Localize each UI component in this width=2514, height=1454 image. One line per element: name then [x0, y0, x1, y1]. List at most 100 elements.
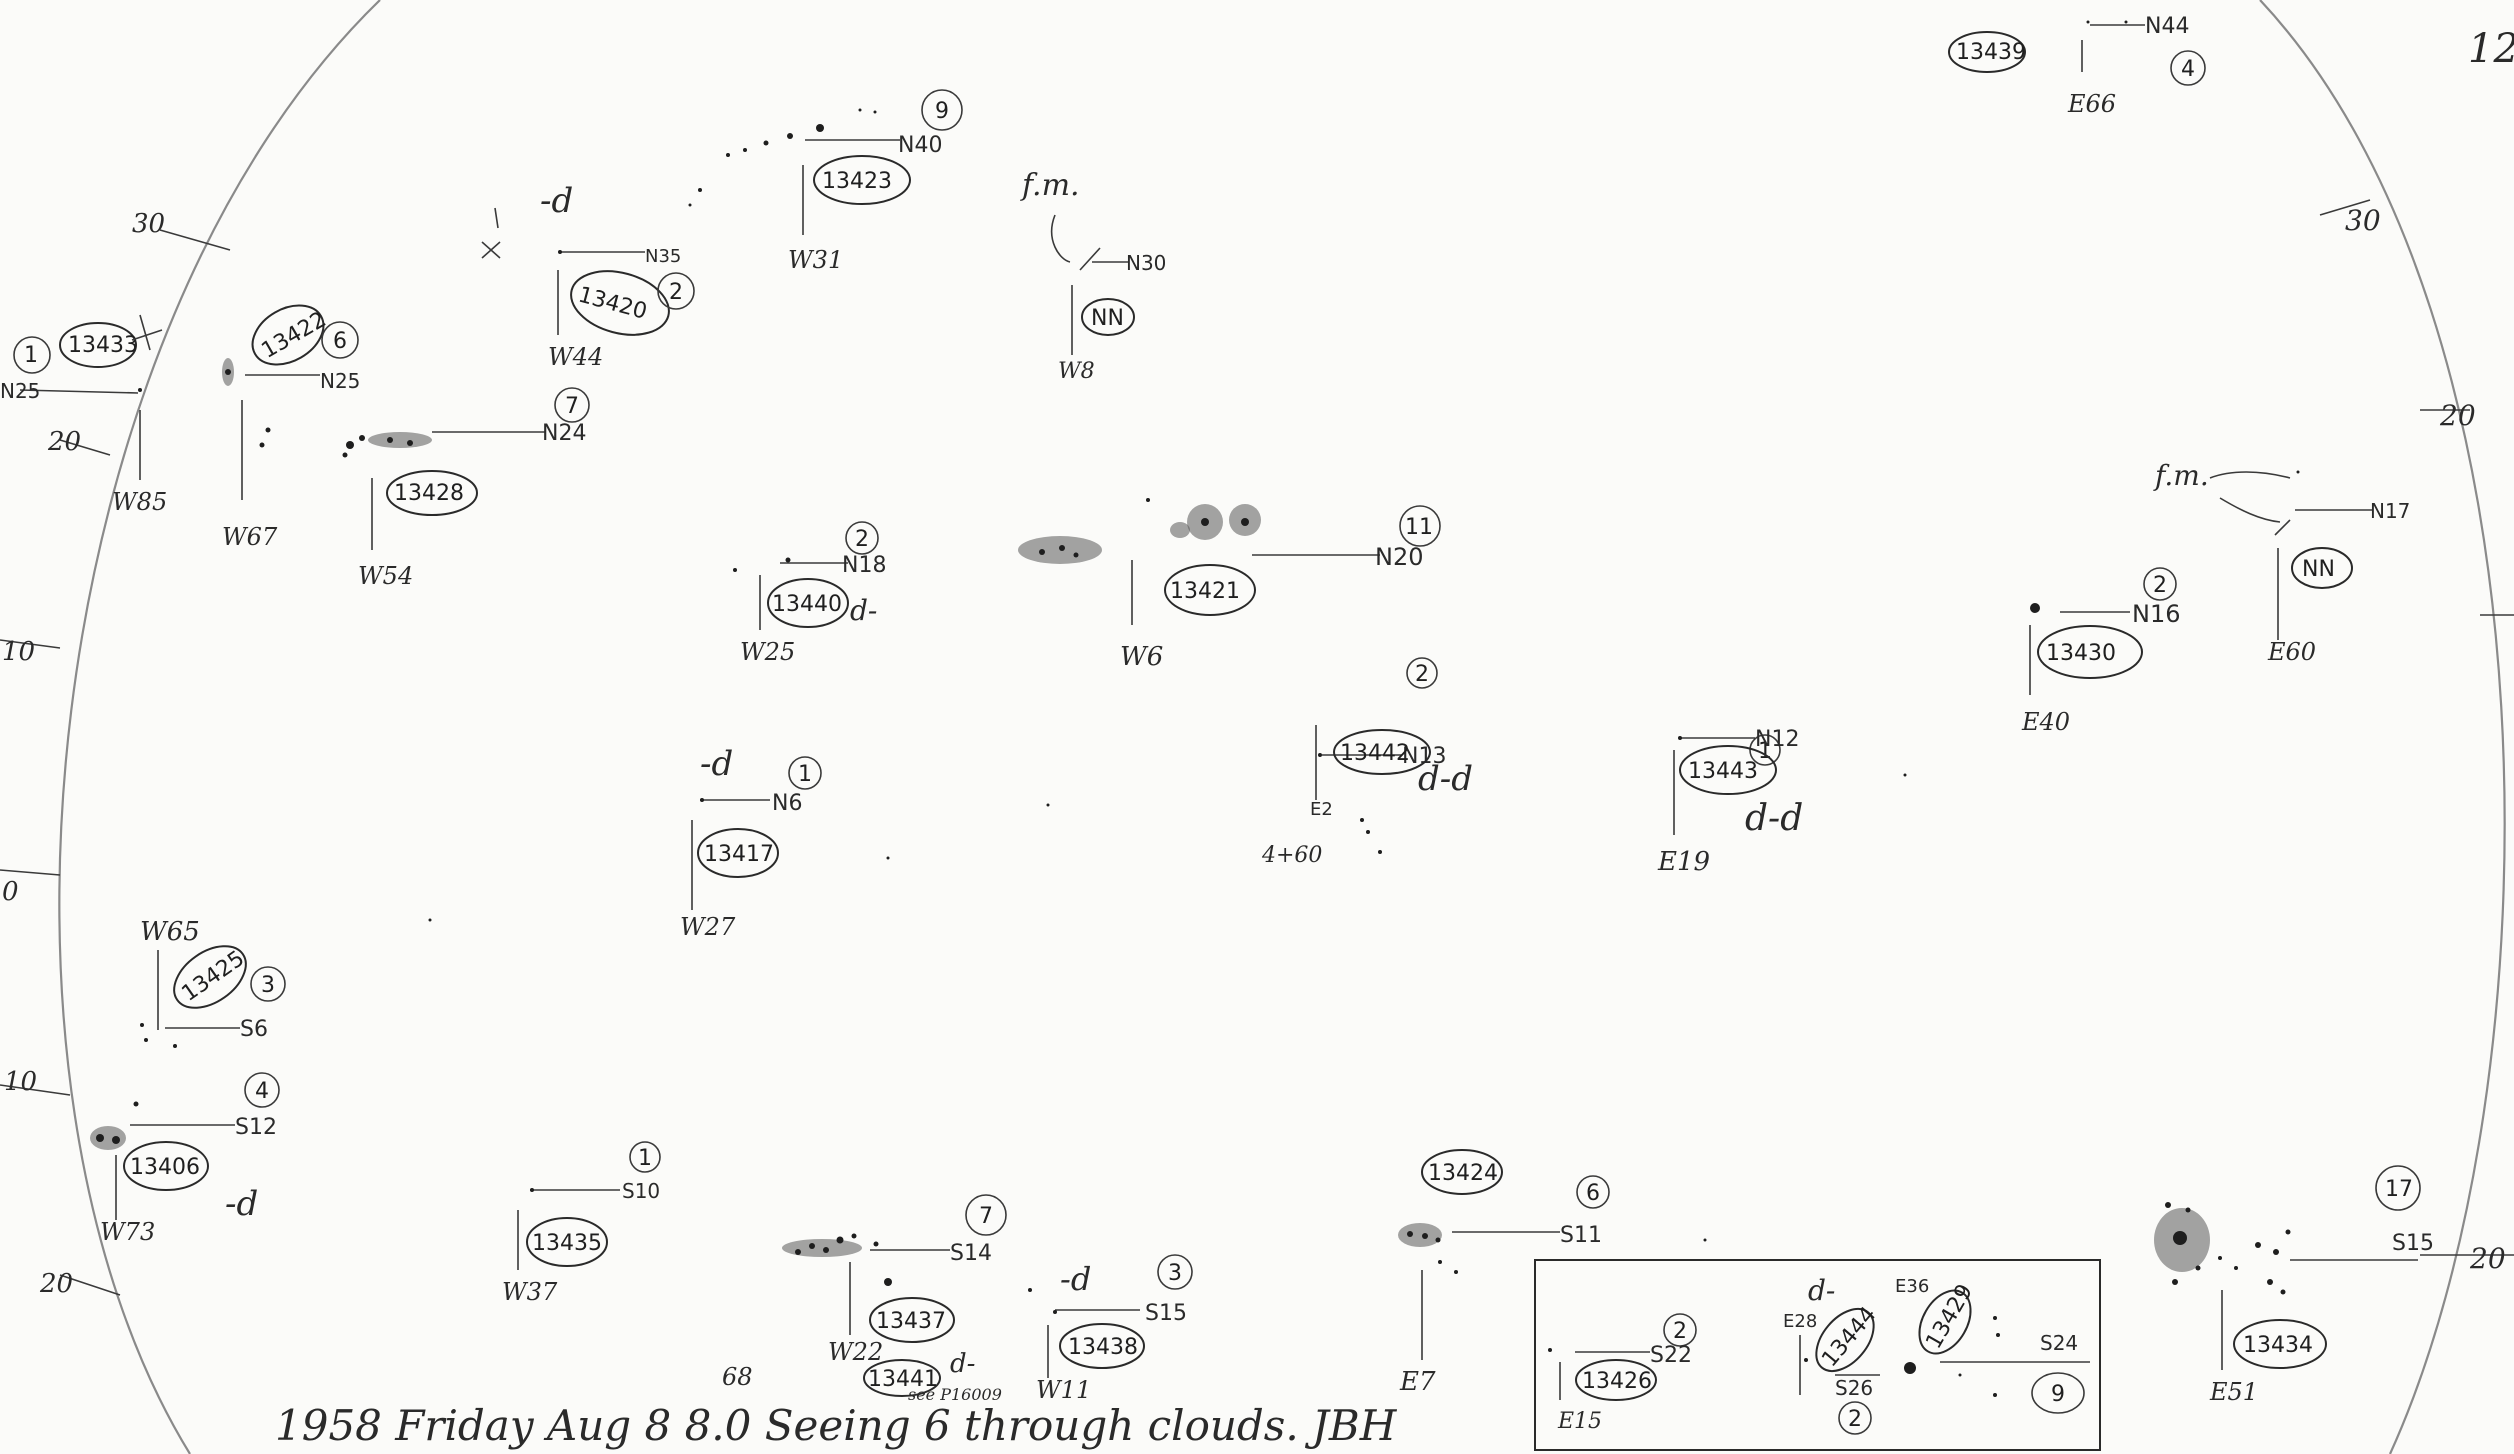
region-number: 13406 [130, 1155, 200, 1180]
spot-count: 2 [1415, 662, 1429, 687]
region-number: 13428 [394, 481, 464, 506]
longitude-label: E19 [1657, 847, 1710, 877]
spot-count: 2 [1673, 1319, 1687, 1344]
note: d- [950, 1349, 975, 1379]
region-unnumbered-e60: f.m. N17 NN E60 [2153, 459, 2410, 666]
spot-count: 2 [669, 280, 683, 305]
region-number: 13417 [704, 842, 774, 867]
region-13420: -d N35 13420 2 W44 [481, 181, 695, 371]
latitude-label: N40 [898, 133, 942, 158]
region-13424: 13424 6 S11 E7 [1398, 1149, 1610, 1397]
footer-superscript: 68 [722, 1363, 753, 1391]
latitude-label: S15 [1145, 1301, 1187, 1326]
tick-label: 30 [132, 209, 165, 239]
note: -d [1060, 1260, 1091, 1298]
note: d-d [1745, 798, 1803, 839]
region-number: 13437 [876, 1309, 946, 1334]
right-limb-ticks: 30 20 20 [2319, 199, 2514, 1275]
longitude-label: E36 [1895, 1276, 1929, 1297]
longitude-label: W11 [1036, 1376, 1091, 1404]
region-13406: 4 S12 13406 -d W73 [90, 1072, 280, 1246]
region-13429: E36 13429 S24 9 [1895, 1276, 2090, 1414]
longitude-label: W25 [740, 638, 795, 666]
longitude-label: E66 [2067, 90, 2116, 118]
latitude-label: S24 [2040, 1331, 2078, 1355]
latitude-label: S12 [235, 1115, 277, 1140]
longitude-label: W85 [112, 488, 167, 516]
spot-count: 1 [798, 762, 812, 787]
spot-count: 9 [2051, 1382, 2065, 1407]
longitude-label: W22 [828, 1338, 883, 1366]
latitude-label: N17 [2370, 499, 2410, 523]
tick-label: 10 [4, 1067, 37, 1097]
latitude-label: N12 [1755, 727, 1799, 752]
latitude-label: N18 [842, 553, 886, 578]
tick-label: 30 [2345, 204, 2381, 237]
region-number: 13439 [1956, 40, 2026, 65]
region-number: 13424 [1428, 1161, 1498, 1186]
latitude-label: N13 [1402, 744, 1446, 769]
longitude-label: W73 [100, 1218, 155, 1246]
note: -d [700, 744, 733, 784]
region-13439: 13439 N44 4 E66 [1948, 14, 2206, 118]
longitude-label: W67 [222, 523, 278, 551]
region-13423: 9 N40 13423 W31 [688, 89, 963, 274]
region-number: 13440 [772, 592, 842, 617]
spot-count: 2 [855, 527, 869, 552]
latitude-label: S10 [622, 1179, 660, 1203]
region-number: 13438 [1068, 1335, 1138, 1360]
note: f.m. [2153, 459, 2209, 492]
footer-note: 1958 Friday Aug 8 8.0 Seeing 6 through c… [275, 1401, 1398, 1450]
longitude-label: E40 [2021, 708, 2070, 736]
spot-count: 6 [1586, 1181, 1600, 1206]
region-number: NN [2302, 557, 2335, 582]
region-13444: d- E28 13444 S26 2 [1783, 1274, 1881, 1435]
longitude-label: W65 [140, 917, 200, 947]
solar-limb-arc-right [2259, 0, 2506, 1454]
region-13443: 1 N12 13443 d-d E19 [1657, 727, 1803, 877]
spot-count: 6 [333, 329, 347, 354]
region-13421: 11 N20 13421 W6 [1018, 498, 1441, 672]
spot-count: 2 [2153, 573, 2167, 598]
longitude-label: W27 [680, 913, 736, 941]
latitude-label: N25 [320, 369, 360, 393]
latitude-label: S15 [2392, 1231, 2434, 1256]
region-number: 13442 [1340, 741, 1410, 766]
spot-count: 7 [565, 394, 579, 419]
longitude-label: E15 [1557, 1409, 1602, 1434]
latitude-label: N30 [1126, 251, 1166, 275]
spot-count: 1 [24, 343, 38, 368]
latitude-label: S6 [240, 1017, 268, 1042]
spot-count: 11 [1405, 515, 1433, 540]
longitude-label: E51 [2209, 1378, 2258, 1406]
latitude-label: N44 [2145, 14, 2189, 39]
tick-label: 20 [2469, 1242, 2506, 1275]
longitude-label: E7 [1399, 1367, 1436, 1397]
longitude-label: E28 [1783, 1311, 1817, 1332]
region-13437: 7 S14 13437 W22 [782, 1194, 1007, 1366]
latitude-label: N35 [645, 246, 681, 267]
region-number: NN [1091, 306, 1124, 331]
region-13433: 1 13433 N25 W85 [0, 314, 167, 516]
region-13425: W65 13425 3 S6 [140, 917, 286, 1048]
region-number: 13433 [68, 333, 138, 358]
spot-count: 17 [2385, 1177, 2413, 1202]
note: -d [225, 1184, 258, 1224]
region-13430: 2 N16 13430 E40 [2021, 567, 2181, 736]
note: -d [540, 181, 573, 221]
longitude-label: W54 [358, 562, 413, 590]
spot-count: 7 [979, 1204, 993, 1229]
tick-label: 20 [2439, 399, 2476, 432]
latitude-label: N20 [1375, 543, 1424, 571]
region-number: 13443 [1688, 759, 1758, 784]
latitude-label: S14 [950, 1241, 992, 1266]
longitude-label: E2 [1310, 799, 1333, 820]
latitude-label: N16 [2132, 600, 2181, 628]
longitude-label: W31 [788, 246, 843, 274]
note: d- [1808, 1274, 1835, 1307]
page-number: 12 [2468, 26, 2514, 72]
region-number: 13426 [1582, 1369, 1652, 1394]
region-number: 13420 [576, 282, 650, 324]
